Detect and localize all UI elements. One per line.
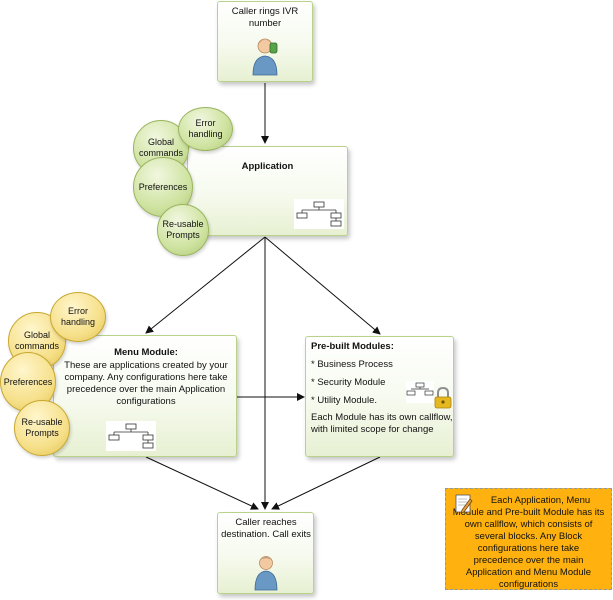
prebuilt-item-business-process: * Business Process	[311, 359, 393, 370]
caller-end-label: Caller reaches destination. Call exits	[221, 517, 311, 540]
pencil-note-icon	[455, 494, 473, 514]
flowchart-icon	[106, 421, 156, 451]
prebuilt-item-security-module: * Security Module	[311, 377, 386, 388]
prebuilt-body: Each Module has its own callflow, with l…	[311, 412, 453, 435]
arrow-application-to-menu	[145, 236, 266, 334]
flowchart-icon	[294, 199, 344, 229]
padlock-icon	[434, 387, 452, 409]
menu-module-box[interactable]: Menu Module: These are applications crea…	[53, 335, 237, 457]
arrow-application-to-prebuilt	[264, 236, 381, 335]
flowchart-icon	[406, 381, 434, 403]
application-title: Application	[241, 161, 294, 172]
app-circle-reusable-prompts[interactable]: Re-usable Prompts	[157, 204, 209, 256]
menu-module-body: These are applications created by your c…	[64, 360, 228, 407]
menu-module-title: Menu Module:	[114, 347, 178, 358]
caller-start-box[interactable]: Caller rings IVR number	[217, 1, 313, 82]
person-icon	[254, 556, 278, 591]
arrow-menu-to-end	[145, 456, 259, 510]
menu-circle-reusable-prompts[interactable]: Re-usable Prompts	[14, 400, 70, 456]
app-circle-error-handling[interactable]: Error handling	[178, 107, 233, 151]
note-text: Each Application, Menu Module and Pre-bu…	[452, 495, 605, 590]
prebuilt-modules-box[interactable]: Pre-built Modules: * Business Process * …	[305, 336, 454, 457]
prebuilt-item-utility-module: * Utility Module.	[311, 395, 377, 406]
callflow-note: Each Application, Menu Module and Pre-bu…	[445, 488, 612, 590]
person-with-phone-icon	[252, 38, 278, 76]
prebuilt-title: Pre-built Modules:	[311, 341, 394, 352]
application-box[interactable]: Application	[187, 146, 348, 236]
caller-end-box[interactable]: Caller reaches destination. Call exits	[217, 512, 314, 594]
menu-circle-error-handling[interactable]: Error handling	[50, 292, 106, 342]
caller-start-label: Caller rings IVR number	[231, 6, 299, 29]
arrow-prebuilt-to-end	[271, 456, 381, 510]
